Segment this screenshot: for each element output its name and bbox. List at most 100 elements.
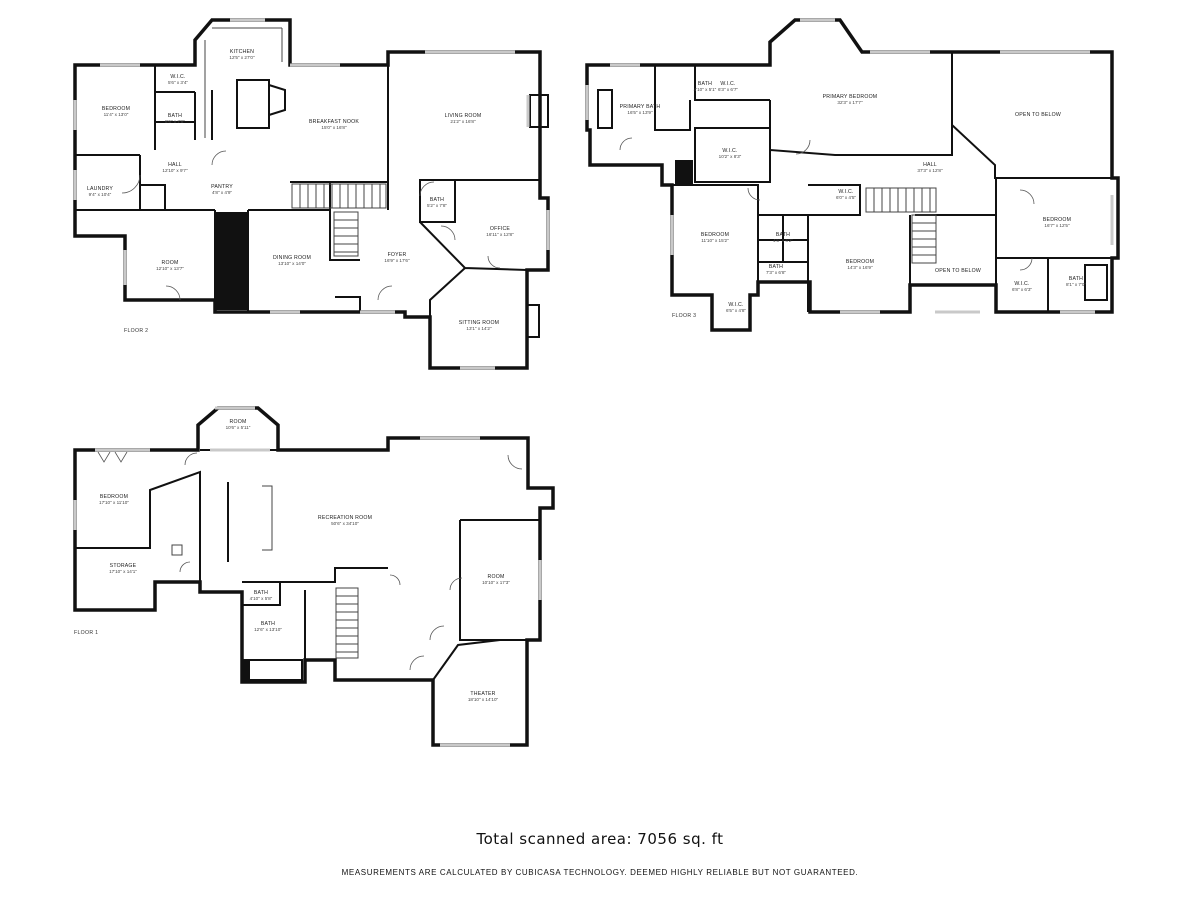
room-dims: 5'2" x 7'8" [427, 203, 447, 208]
room-dims: 50'6" x 34'10" [331, 521, 359, 526]
room-label: KITCHEN [230, 49, 254, 55]
room-label: BATH [1069, 276, 1083, 282]
room-dims: 13'10" x 14'0" [278, 261, 306, 266]
room-dims: 32'3" x 17'7" [837, 100, 863, 105]
fireplace-block [216, 212, 248, 310]
room-dims: 6'0" x 4'5" [836, 195, 856, 200]
room-label: ROOM [230, 419, 247, 425]
rec-room-counter [262, 485, 273, 551]
room-label: BATH [698, 81, 712, 87]
room-dims: 9'4" x 10'4" [89, 192, 112, 197]
room-label: W.I.C. [1014, 281, 1029, 287]
floor-label: FLOOR 1 [74, 630, 98, 636]
room-dims: 18'10" x 14'10" [468, 697, 499, 702]
room-dims: 10'10" x 17'3" [482, 580, 510, 585]
room-dims: 17'10" x 14'1" [109, 569, 137, 574]
living-room-fireplace [529, 94, 549, 128]
room-label: FOYER [388, 252, 407, 258]
kitchen-island-end [268, 84, 286, 116]
room-dims: 21'2" x 16'8" [450, 119, 476, 124]
room-label: BATH [261, 621, 275, 627]
room-label: HALL [923, 162, 937, 168]
floor-2-windows [73, 18, 550, 370]
room-label: ROOM [162, 260, 179, 266]
room-dims: 4'8" x 4'9" [212, 190, 232, 195]
floor-3-interior-walls [654, 52, 1112, 312]
kitchen-counters [204, 27, 283, 138]
floor-label: FLOOR 2 [124, 328, 148, 334]
room-label: STORAGE [110, 563, 137, 569]
room-label: BATH [254, 590, 268, 596]
room-dims: 16'7" x 12'5" [1044, 223, 1070, 228]
room-dims: 4'10" x 5'8" [250, 596, 273, 601]
room-label: HALL [168, 162, 182, 168]
room-label: SITTING ROOM [459, 320, 499, 326]
floor-2-outer-wall [73, 18, 550, 370]
bath-tub-floor3 [1084, 264, 1108, 301]
room-dims: 5'6" x 3'4" [168, 80, 188, 85]
floor-3-doors [619, 137, 1035, 271]
room-label: W.I.C. [720, 81, 735, 87]
room-dims: 6'3" x 6'7" [718, 87, 738, 92]
total-area-text: Total scanned area: 7056 sq. ft [476, 830, 724, 848]
room-label: BATH [168, 113, 182, 119]
room-dims: 8'1" x 7'0" [1066, 282, 1086, 287]
room-label: BEDROOM [1043, 217, 1071, 223]
room-dims: 10'6" x 5'11" [226, 425, 251, 430]
room-label: OPEN TO BELOW [1015, 112, 1061, 118]
room-label: BEDROOM [100, 494, 128, 500]
room-label: RECREATION ROOM [318, 515, 372, 521]
room-label: LIVING ROOM [445, 113, 482, 119]
floor-3-outer-wall [585, 18, 1120, 332]
room-dims: 6'8" x 6'3" [1012, 287, 1032, 292]
room-label: W.I.C. [722, 148, 737, 154]
room-dims: 37'3" x 12'8" [917, 168, 943, 173]
disclaimer-text: MEASUREMENTS ARE CALCULATED BY CUBICASA … [341, 868, 859, 877]
floor-1-windows [73, 406, 542, 747]
floor-label: FLOOR 3 [672, 313, 696, 319]
floor-2-stairs [291, 183, 387, 257]
room-label: PANTRY [211, 184, 233, 190]
room-label: W.I.C. [170, 74, 185, 80]
room-dims: 8'6" x 7'8" [165, 119, 185, 124]
room-dims: 11'4" x 13'0" [104, 112, 129, 117]
room-label: LAUNDRY [87, 186, 113, 192]
shower-stall [243, 659, 303, 681]
room-dims: 12'6" x 13'10" [254, 627, 282, 632]
room-dims: 4'5" x 6'2" [773, 238, 793, 243]
sitting-room-fireplace [526, 304, 540, 338]
room-label: BATH [769, 264, 783, 270]
room-dims: 16'5" x 13'9" [627, 110, 653, 115]
room-label: PRIMARY BEDROOM [823, 94, 878, 100]
kitchen-island [236, 79, 270, 129]
room-label: W.I.C. [728, 302, 743, 308]
room-dims: 16'9" x 17'6" [384, 258, 410, 263]
room-dims: 12'5" x 27'0" [229, 55, 255, 60]
floor-3-plan: BATH 4'10" x 5'1" W.I.C. 6'3" x 6'7" PRI… [585, 18, 1120, 332]
room-dims: 4'10" x 5'1" [694, 87, 717, 92]
room-dims: 15'0" x 16'8" [321, 125, 347, 130]
room-label: ROOM [488, 574, 505, 580]
floor-1-plan: ROOM 10'6" x 5'11" BEDROOM 17'10" x 11'1… [73, 406, 555, 747]
floor-2-plan: KITCHEN 12'5" x 27'0" W.I.C. 5'6" x 3'4"… [73, 18, 550, 370]
room-dims: 17'10" x 11'10" [99, 500, 129, 505]
floor-1-doors [97, 451, 523, 671]
room-label: PRIMARY BATH [620, 104, 661, 110]
room-label: OFFICE [490, 226, 511, 232]
primary-bath-tub [597, 89, 613, 129]
floor-2-doors [121, 150, 501, 301]
room-dims: 12'10" x 13'7" [156, 266, 184, 271]
floor-2-interior-walls [75, 65, 540, 317]
bath-wall-solid [244, 660, 250, 680]
chase-block [675, 160, 693, 184]
floor-1-interior-walls [75, 449, 540, 681]
room-dims: 14'3" x 16'9" [847, 265, 873, 270]
floor-1-stairs [335, 587, 359, 659]
floor-3-stairs [865, 187, 937, 264]
room-label: DINING ROOM [273, 255, 311, 261]
room-dims: 13'1" x 14'2" [466, 326, 492, 331]
room-dims: 6'5" x 4'8" [726, 308, 746, 313]
room-label: BREAKFAST NOOK [309, 119, 359, 125]
room-dims: 10'2" x 8'3" [719, 154, 742, 159]
room-label: BEDROOM [846, 259, 874, 265]
